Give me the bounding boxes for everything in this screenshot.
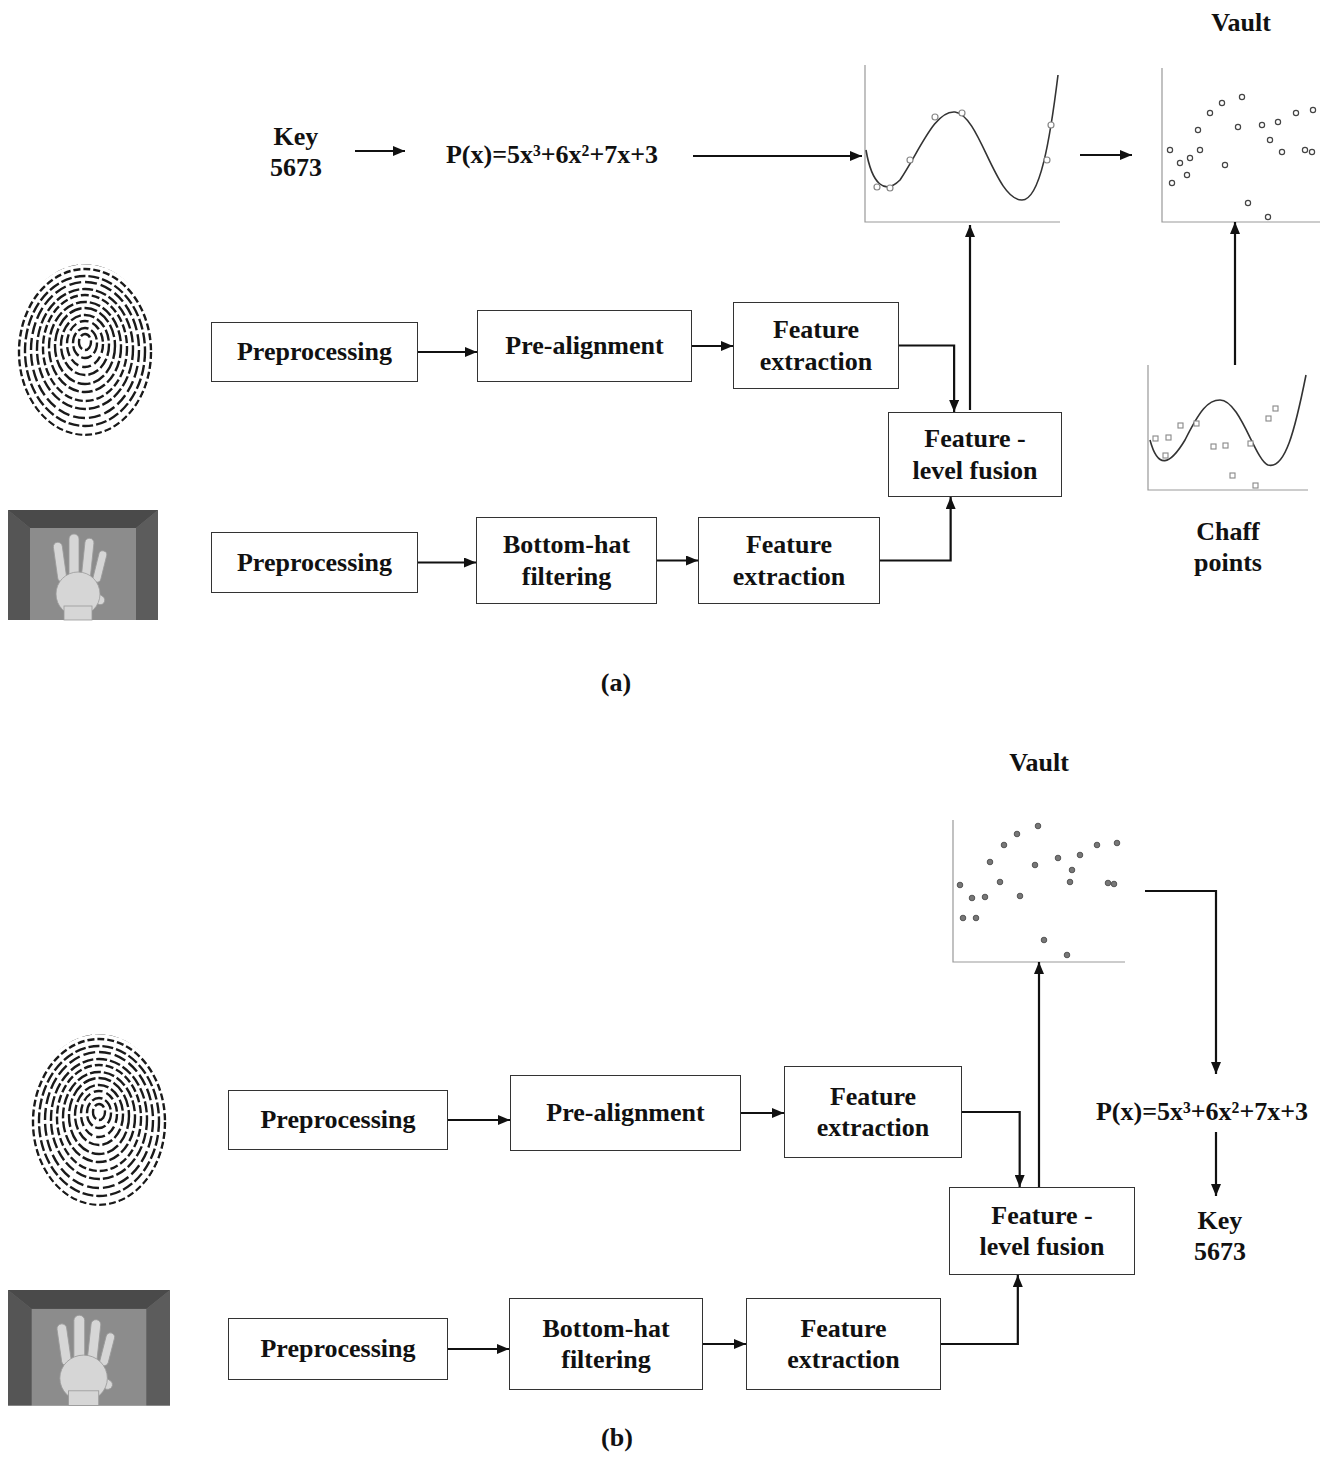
free-label: P(x)=5x³+6x²+7x+3	[446, 139, 658, 170]
plot-title: Chaff points	[1173, 516, 1283, 578]
box-label: Bottom-hat filtering	[526, 1313, 686, 1375]
plot-title: Vault	[1009, 747, 1069, 778]
flow-arrow	[448, 1119, 510, 1121]
flow-arrow	[418, 351, 477, 353]
vault-plot	[953, 820, 1125, 962]
process-box: Pre-alignment	[510, 1075, 741, 1151]
box-label: Feature - level fusion	[908, 423, 1043, 485]
process-box: Feature extraction	[698, 517, 880, 604]
hand-image	[8, 510, 158, 620]
flow-arrow	[1234, 222, 1236, 365]
plot-node: Vault	[953, 820, 1125, 962]
flow-arrow	[1038, 962, 1040, 1187]
box-label: Preprocessing	[237, 547, 392, 578]
flow-arrow	[448, 1348, 509, 1350]
process-box: Preprocessing	[211, 322, 418, 382]
layout-arrows	[355, 151, 1216, 1196]
plot-heading: Vault	[1211, 7, 1271, 38]
process-box: Feature extraction	[784, 1066, 962, 1158]
box-label: Bottom-hat filtering	[492, 529, 642, 591]
fingerprint-image	[7, 256, 163, 452]
flow-arrow	[741, 1112, 784, 1114]
polynomial-plot	[865, 65, 1060, 222]
box-label: Feature extraction	[746, 314, 886, 376]
process-box: Preprocessing	[228, 1318, 448, 1380]
box-label: Feature - level fusion	[972, 1200, 1112, 1262]
vault-plot	[1162, 68, 1320, 222]
chaff-plot	[1148, 365, 1308, 490]
flow-arrow	[703, 1343, 746, 1345]
plot-node: Vault	[1162, 68, 1320, 222]
plot-title: Vault	[1211, 7, 1271, 38]
process-box: Bottom-hat filtering	[476, 517, 657, 604]
plot-heading: Vault	[1009, 747, 1069, 778]
free-label: (a)	[601, 667, 631, 698]
process-box: Feature - level fusion	[949, 1187, 1135, 1275]
process-box: Pre-alignment	[477, 310, 692, 382]
box-label: Preprocessing	[237, 336, 392, 367]
box-label: Preprocessing	[260, 1333, 415, 1364]
free-label: P(x)=5x³+6x²+7x+3	[1096, 1096, 1308, 1127]
box-label: Pre-alignment	[546, 1097, 704, 1128]
box-label: Feature extraction	[798, 1081, 948, 1143]
box-label: Feature extraction	[769, 1313, 919, 1375]
flow-arrow	[418, 561, 476, 563]
box-label: Pre-alignment	[505, 330, 663, 361]
hand-image	[8, 1290, 170, 1406]
box-label: Preprocessing	[260, 1104, 415, 1135]
flow-arrow	[880, 497, 951, 561]
flow-arrow	[962, 1112, 1020, 1187]
free-label: Key 5673	[265, 121, 327, 183]
flow-arrow	[692, 345, 733, 347]
plot-heading: Chaff points	[1173, 516, 1283, 578]
process-box: Feature extraction	[746, 1298, 941, 1390]
box-label: Feature extraction	[719, 529, 859, 591]
free-label: (b)	[601, 1422, 633, 1453]
plot-node: Chaff points	[1148, 365, 1308, 490]
fingerprint-image	[21, 1026, 177, 1222]
process-box: Bottom-hat filtering	[509, 1298, 703, 1390]
flow-arrow	[657, 559, 698, 561]
flow-arrow	[941, 1275, 1018, 1344]
process-box: Feature extraction	[733, 302, 899, 389]
process-box: Feature - level fusion	[888, 412, 1062, 497]
process-box: Preprocessing	[228, 1090, 448, 1150]
flow-arrow	[899, 346, 954, 413]
free-label: Key 5673	[1189, 1205, 1251, 1267]
process-box: Preprocessing	[211, 532, 418, 593]
